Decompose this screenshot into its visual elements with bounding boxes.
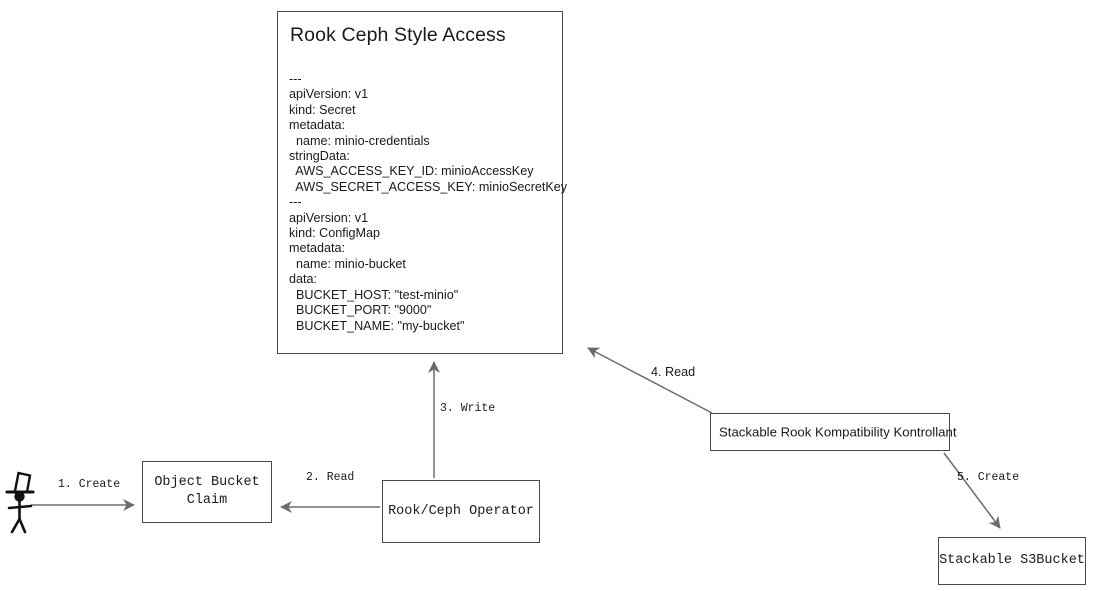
arrow-5-create xyxy=(943,452,1001,529)
node-yaml-content: --- apiVersion: v1 kind: Secret metadata… xyxy=(289,72,568,333)
node-rook-ceph-operator[interactable]: Rook/Ceph Operator xyxy=(382,480,540,543)
edge-label-5-create: 5. Create xyxy=(957,471,1020,484)
node-label: Rook/Ceph Operator xyxy=(388,503,534,519)
arrow-4-read xyxy=(587,347,713,414)
node-label: Stackable S3Bucket xyxy=(939,553,1085,568)
edge-label-1-create: 1. Create xyxy=(58,478,121,491)
user-actor-stick-figure-icon xyxy=(5,471,35,534)
edge-label-3-write: 3. Write xyxy=(440,402,496,415)
node-label: Object Bucket Claim xyxy=(154,475,260,508)
edge-label-2-read: 2. Read xyxy=(306,471,355,484)
node-stackable-s3bucket[interactable]: Stackable S3Bucket xyxy=(938,537,1086,585)
edge-label-4-read: 4. Read xyxy=(651,365,696,379)
node-rook-ceph-style-access[interactable]: Rook Ceph Style Access --- apiVersion: v… xyxy=(277,11,567,354)
node-object-bucket-claim[interactable]: Object Bucket Claim xyxy=(142,461,272,523)
node-stackable-rook-kompatibility-kontrollant[interactable]: Stackable Rook Kompatibility Kontrollant xyxy=(710,413,957,451)
node-title: Rook Ceph Style Access xyxy=(290,24,506,46)
node-label: Stackable Rook Kompatibility Kontrollant xyxy=(719,424,957,440)
